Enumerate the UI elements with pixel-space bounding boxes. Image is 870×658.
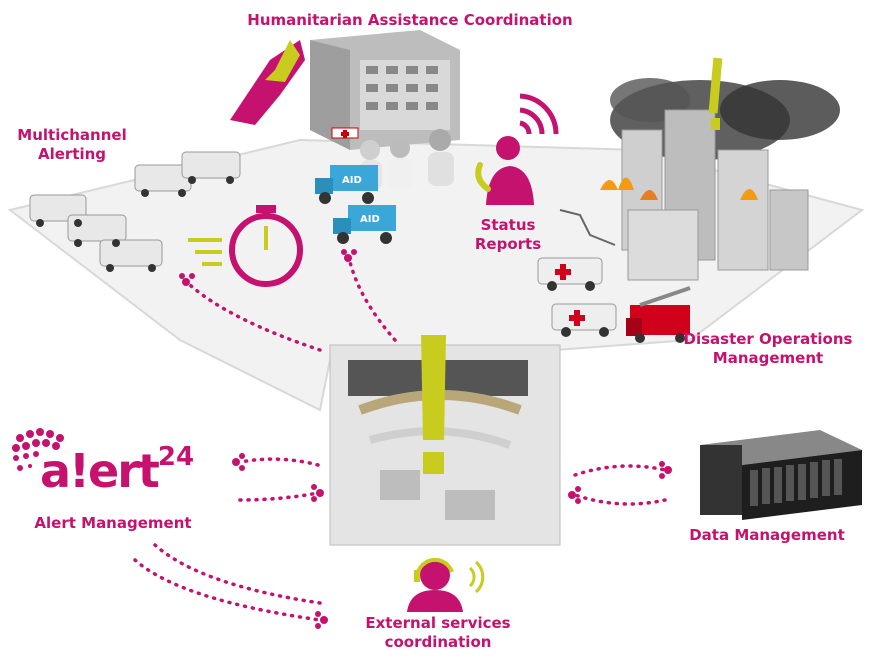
stopwatch-icon <box>188 205 303 287</box>
ambulance-icon <box>551 303 617 337</box>
arrow-heads <box>179 249 672 629</box>
alert24-logo: a!ert24 <box>40 442 195 498</box>
ambulance-fleet-icon <box>29 151 241 267</box>
alert-management-label: Alert Management <box>34 514 192 532</box>
handshake-icon <box>230 40 305 125</box>
hospital-building-icon <box>310 30 460 150</box>
logo-dots-icon <box>12 428 64 471</box>
dotted-connectors <box>133 260 667 622</box>
disaster-city-icon <box>559 78 840 281</box>
exclamation-icon <box>708 57 723 130</box>
aid-truck-icon: AID <box>315 165 378 204</box>
exclamation-icon <box>421 335 446 474</box>
aid-truck-label: AID <box>342 175 362 186</box>
status-reports-icon <box>475 93 559 205</box>
humanitarian-assistance-label: Humanitarian Assistance Coordination <box>247 11 573 29</box>
headset-operator-icon <box>407 557 485 612</box>
ambulance-icon <box>537 257 603 291</box>
aid-truck-label: AID <box>360 214 380 225</box>
data-management-label: Data Management <box>689 526 845 544</box>
server-icon <box>700 430 862 520</box>
fire-truck-icon <box>626 286 691 343</box>
aid-truck-icon: AID <box>333 205 396 244</box>
